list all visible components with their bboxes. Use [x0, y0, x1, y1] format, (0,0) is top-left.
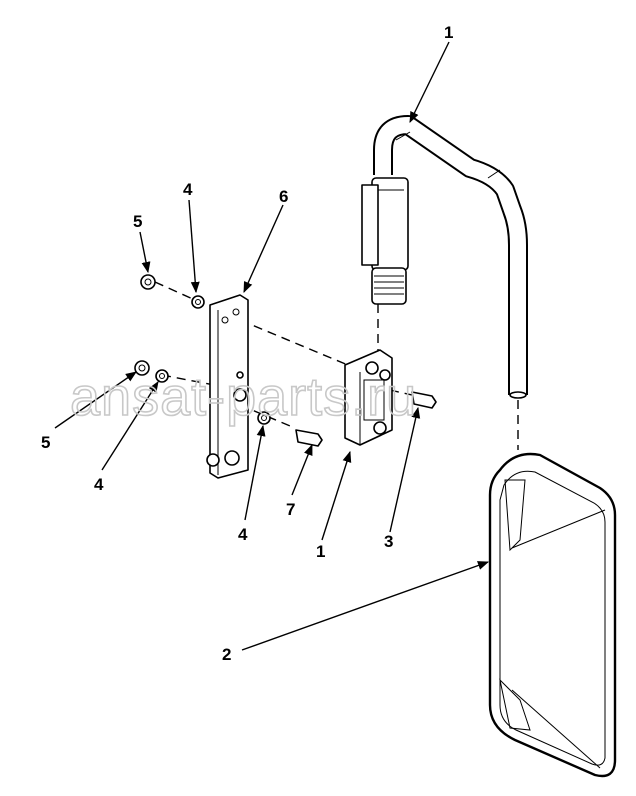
callout-4-bottom: 4 — [238, 525, 248, 544]
callout-7: 7 — [286, 500, 295, 519]
hardware — [134, 274, 437, 447]
callout-5-top: 5 — [133, 212, 142, 231]
mirror-head — [488, 452, 617, 778]
callout-1-bottom: 1 — [316, 542, 325, 561]
watermark: ansat-parts.ru — [70, 367, 417, 427]
mirror-arm-tube — [373, 115, 528, 399]
leader-lines — [54, 41, 490, 651]
callout-4-left: 4 — [94, 475, 104, 494]
bracket-block — [344, 349, 393, 446]
callout-2: 2 — [222, 645, 231, 664]
callout-6: 6 — [279, 187, 288, 206]
mounting-plate — [206, 294, 249, 479]
callout-5-left: 5 — [41, 433, 50, 452]
callout-labels: 1 4 5 6 5 4 4 7 1 3 2 — [41, 23, 453, 664]
tube-clamp — [361, 177, 409, 305]
callout-1-top: 1 — [444, 23, 453, 42]
callout-3: 3 — [384, 532, 393, 551]
callout-4-top: 4 — [183, 180, 193, 199]
